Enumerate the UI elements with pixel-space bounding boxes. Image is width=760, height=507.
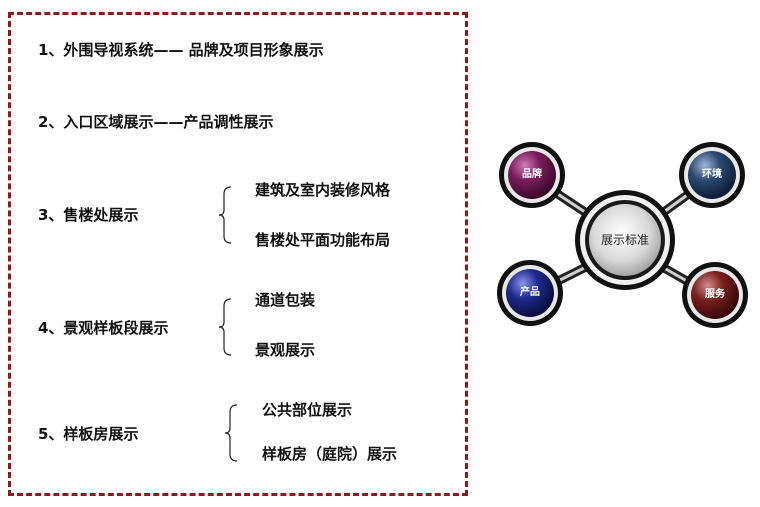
list-item-3-sub-2: 售楼处平面功能布局 [255, 230, 390, 250]
list-item-5-sub-2: 样板房（庭院）展示 [262, 444, 397, 464]
list-item-4: 4、景观样板段展示 [38, 318, 168, 338]
hub-diagram: 品牌 环境 产品 服务 展示标准 [490, 140, 760, 340]
node-label-product: 产品 [500, 286, 560, 300]
node-label-environment: 环境 [682, 168, 742, 182]
list-item-4-sub-2: 景观展示 [255, 340, 315, 360]
node-label-brand: 品牌 [502, 168, 562, 182]
list-item-3: 3、售楼处展示 [38, 205, 138, 225]
list-item-2: 2、入口区域展示——产品调性展示 [38, 112, 273, 132]
list-item-5: 5、样板房展示 [38, 424, 138, 444]
list-item-3-sub-1: 建筑及室内装修风格 [255, 180, 390, 200]
brace-4 [218, 298, 232, 356]
list-item-4-sub-1: 通道包装 [255, 290, 315, 310]
list-item-1: 1、外围导视系统—— 品牌及项目形象展示 [38, 40, 324, 60]
node-label-service: 服务 [685, 288, 745, 302]
list-item-5-sub-1: 公共部位展示 [262, 400, 352, 420]
brace-3 [218, 186, 232, 244]
brace-5 [224, 404, 238, 462]
center-label: 展示标准 [585, 232, 665, 248]
